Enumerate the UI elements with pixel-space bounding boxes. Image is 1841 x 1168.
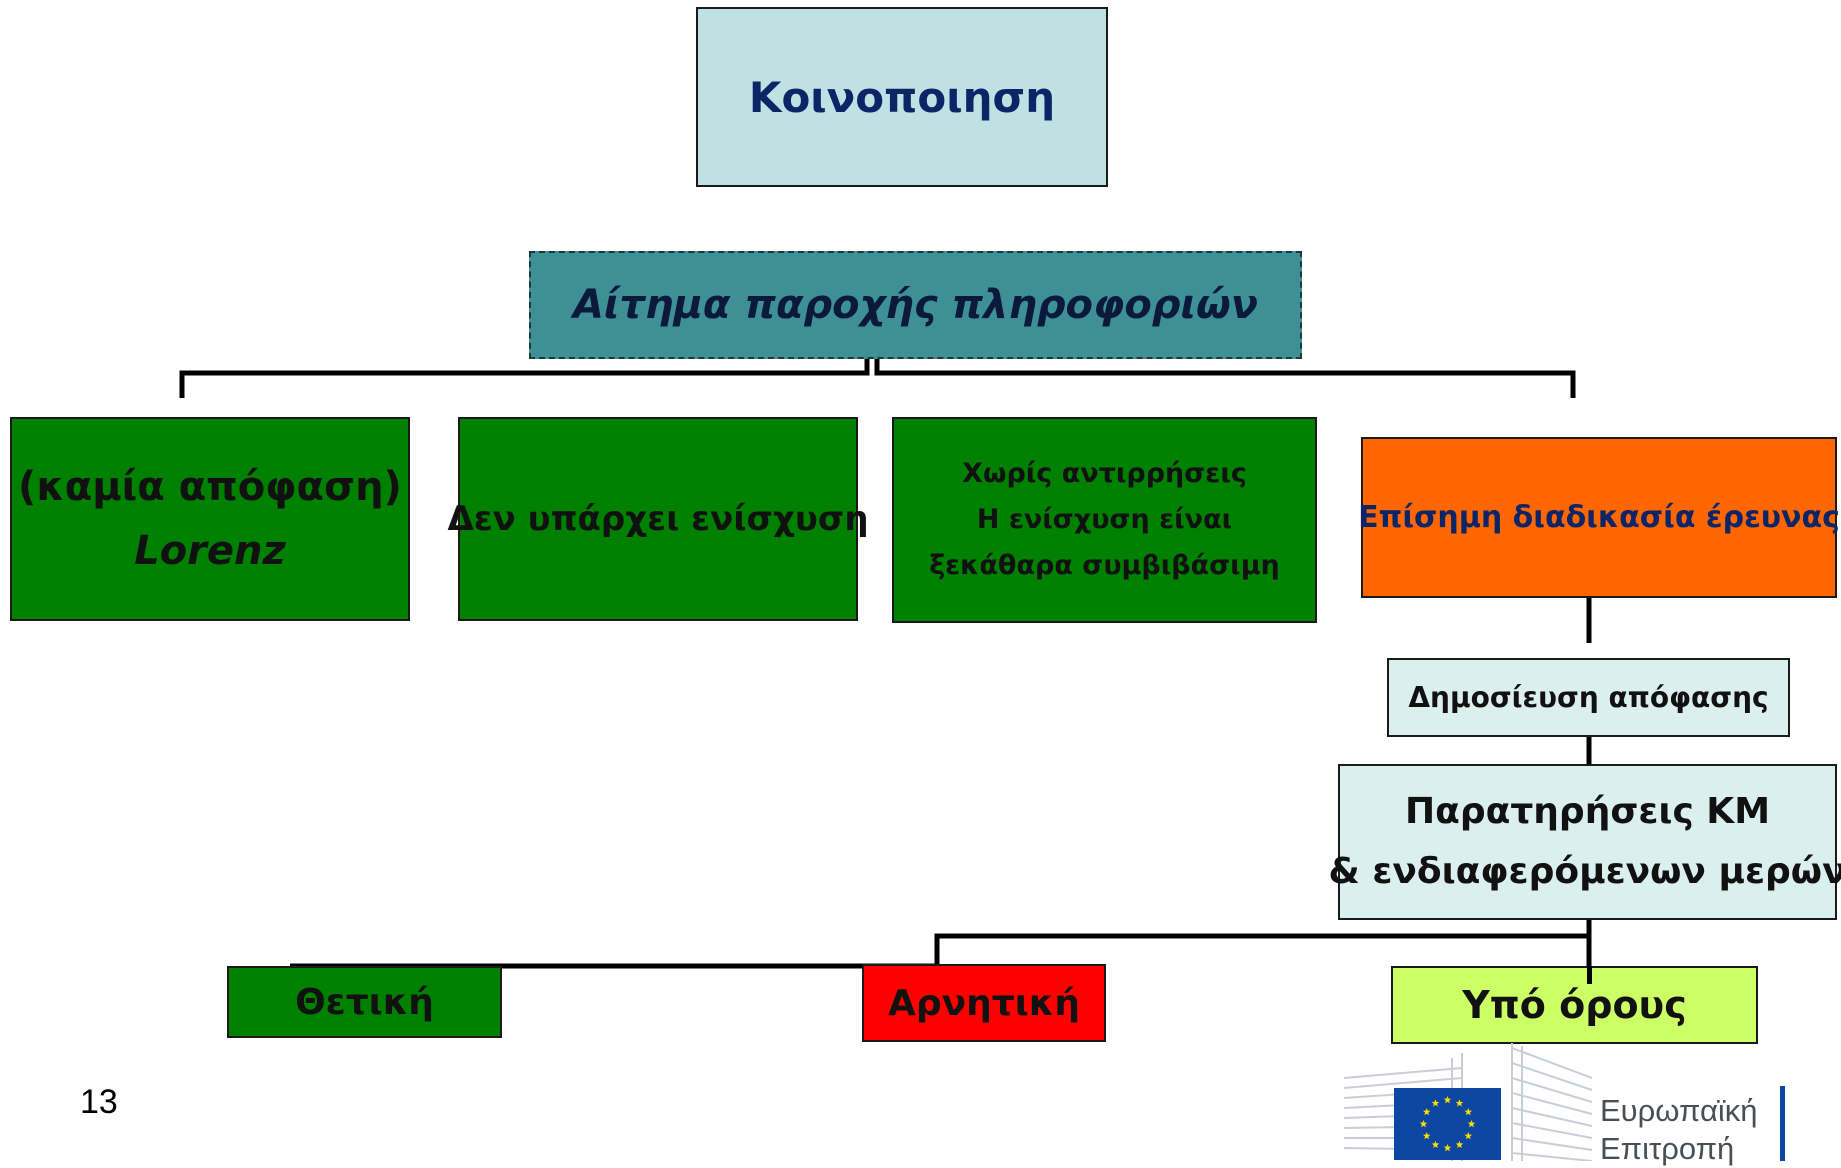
eu-star [1419, 1120, 1428, 1128]
eu-star [1467, 1120, 1476, 1128]
no-objections-box: Χωρίς αντιρρήσεις Η ενίσχυση είναι ξεκάθ… [892, 417, 1317, 623]
eu-flag-icon [1394, 1088, 1501, 1160]
negative-box: Αρνητική [862, 964, 1106, 1042]
logo-accent-bar [1780, 1086, 1785, 1161]
connector-through-conditional [1587, 966, 1592, 984]
notification-box: Κοινοποιηση [696, 7, 1108, 187]
observations-box: Παρατηρήσεις ΚΜ & ενδιαφερόμενων μερών [1328, 764, 1841, 920]
no-aid-label: Δεν υπάρχει ενίσχυση [447, 499, 869, 539]
observations-line2: & ενδιαφερόμενων μερών [1328, 851, 1841, 892]
connector-right [874, 348, 1576, 398]
eu-star [1422, 1132, 1431, 1140]
page-number: 13 [80, 1083, 118, 1121]
negative-label: Αρνητική [888, 982, 1080, 1024]
no-aid-box: Δεν υπάρχει ενίσχυση [447, 417, 869, 621]
observations-line1: Παρατηρήσεις ΚΜ [1404, 791, 1771, 832]
ec-logo: Ευρωπαϊκή Επιτροπή [1342, 1038, 1841, 1166]
formal-investigation-box: Επίσημη διαδικασία έρευνας [1358, 437, 1840, 598]
positive-label: Θετική [295, 981, 434, 1023]
eu-star [1431, 1099, 1440, 1107]
eu-star [1464, 1108, 1473, 1116]
no-objections-line1: Χωρίς αντιρρήσεις [962, 458, 1247, 489]
eu-star [1431, 1140, 1440, 1149]
info-request-box: Αίτημα παροχής πληροφοριών [529, 251, 1302, 359]
logo-line2: Επιτροπή [1600, 1131, 1735, 1166]
eu-star [1443, 1144, 1452, 1152]
eu-star [1422, 1108, 1431, 1116]
no-decision-label: (καμία απόφαση) [18, 464, 402, 510]
logo-line1: Ευρωπαϊκή [1600, 1093, 1758, 1128]
positive-box: Θετική [227, 966, 502, 1038]
formal-investigation-label: Επίσημη διαδικασία έρευνας [1358, 500, 1840, 535]
info-request-label: Αίτημα παροχής πληροφοριών [572, 282, 1259, 328]
notification-label: Κοινοποιηση [748, 72, 1056, 122]
eu-star [1455, 1099, 1464, 1107]
publication-box: Δημοσίευση απόφασης [1387, 658, 1790, 737]
no-objections-line2: Η ενίσχυση είναι [976, 504, 1233, 535]
no-objections-line3: ξεκάθαρα συμβιβάσιμη [929, 550, 1280, 581]
eu-star [1443, 1096, 1452, 1104]
eu-star [1455, 1140, 1464, 1149]
conditional-box: Υπό όρους [1391, 966, 1758, 1044]
publication-label: Δημοσίευση απόφασης [1408, 681, 1769, 714]
conditional-label: Υπό όρους [1462, 983, 1687, 1027]
eu-star [1464, 1132, 1473, 1140]
connector-to-negative [934, 933, 1589, 966]
no-decision-box: (καμία απόφαση) Lorenz [10, 417, 410, 621]
connector-left [179, 348, 870, 398]
lorenz-label: Lorenz [134, 528, 286, 574]
